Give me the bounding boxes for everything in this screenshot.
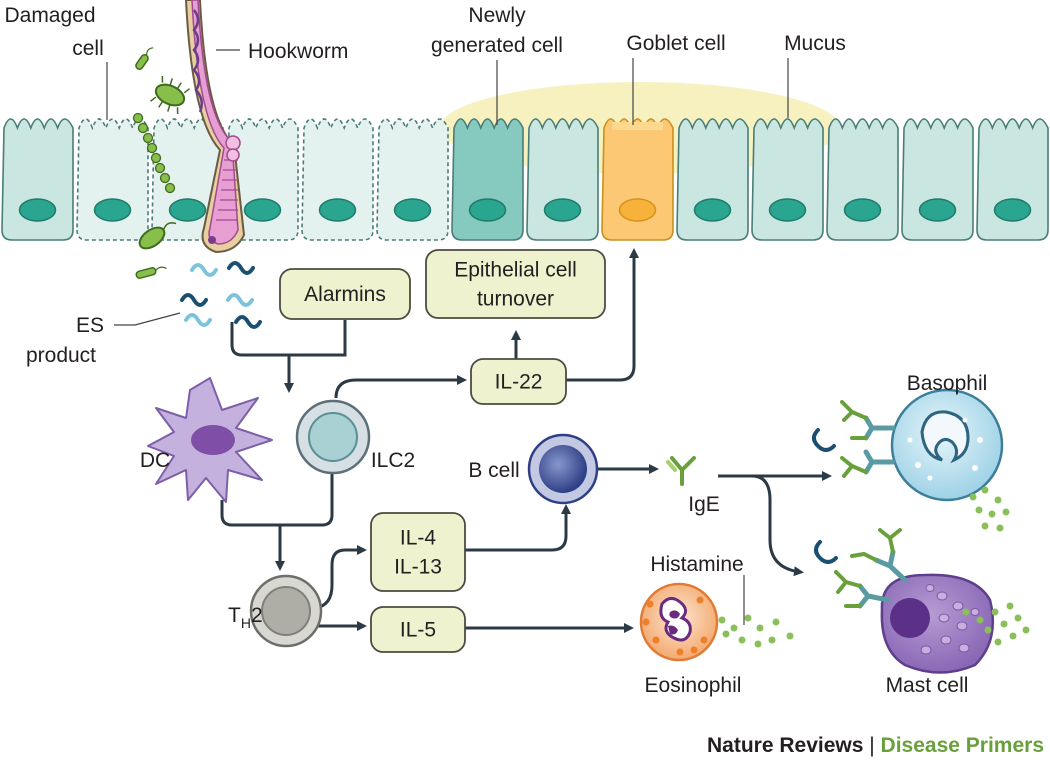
epithelial-turnover-box: Epithelial cell turnover [425,249,606,319]
arrow-3 [334,375,467,399]
damaged-cell-label-line1: Damaged [4,4,95,27]
arrow-5 [566,248,639,382]
arrow-10 [465,504,571,552]
arrow-1 [230,322,294,393]
b-cell-label: B cell [468,459,519,482]
damaged-epithelial-cell [226,118,299,241]
ilc2-label: ILC2 [371,449,415,472]
il22-box: IL-22 [470,358,567,405]
damaged-epithelial-cell [301,118,374,241]
damaged-epithelial-cell [151,118,224,241]
hookworm-graphic [184,0,246,254]
th2-cell-icon [249,574,323,648]
newly-generated-cell-label-line2: generated cell [431,34,563,57]
damaged-epithelial-cell [76,118,149,241]
es-product-label-line2: product [26,344,96,367]
es-product-molecules [180,261,262,329]
mast-cell-label: Mast cell [886,674,969,697]
il4-il13-box: IL-4IL-13 [370,512,466,592]
il22-box-label: IL-22 [495,371,543,394]
bacteria-icon [132,47,190,279]
b-cell-icon [527,433,599,505]
il5-box: IL-5 [370,606,466,653]
newly-generated-cell-label-line1: Newly [468,4,526,27]
arrow-14 [751,474,804,577]
basophil-cell-icon [812,388,1010,532]
th2-label: TH2 [228,604,263,631]
hookworm-label: Hookworm [248,40,348,63]
ilc2-cell-icon [295,399,371,475]
diagram-labels: Damaged cell Hookworm Newly generated ce… [4,4,987,697]
goblet-cell [601,118,674,241]
leader-lines [106,49,789,625]
epithelial-cell [901,118,974,241]
ige-label: IgE [688,493,720,516]
epithelial-cell [826,118,899,241]
alarmins-box-label: Alarmins [304,283,386,306]
epithelial-turnover-box-label: turnover [477,288,554,311]
signalling-arrows [220,248,832,633]
dendritic-cell-icon [147,377,273,503]
eosinophil-cell-icon [639,582,794,662]
goblet-cell-label: Goblet cell [626,32,725,55]
cytokine-boxes: Alarmins Epithelial cell turnoverIL-22IL-4… [279,249,606,653]
alarmins-box: Alarmins [279,268,411,320]
mast-cell-icon [814,528,1030,674]
il5-box-label: IL-5 [400,619,436,642]
mucus-label: Mucus [784,32,846,55]
epithelial-turnover-box-label: Epithelial cell [454,259,577,282]
il4-il13-box-label: IL-4 [400,527,437,550]
journal-credit: Nature Reviews | Disease Primers [707,734,1044,757]
newly-generated-epithelial-cell [451,118,524,241]
basophil-label: Basophil [907,372,988,395]
arrow-6 [220,474,334,527]
il4-il13-box-label: IL-13 [394,556,442,579]
epithelial-cell [526,118,599,241]
damaged-cell-label-line2: cell [72,37,104,60]
epithelial-cell [976,118,1049,241]
eosinophil-label: Eosinophil [645,674,742,697]
epithelium [1,118,1049,241]
epithelial-cell [751,118,824,241]
ige-antibody-icon [666,456,696,486]
arrow-8 [315,545,367,610]
dc-label: DC [140,449,170,472]
histamine-label: Histamine [650,553,743,576]
damaged-epithelial-cell [376,118,449,241]
epithelial-cell [676,118,749,241]
arrow-2 [289,320,347,357]
epithelial-cell [1,118,74,241]
es-product-label-line1: ES [76,314,104,337]
